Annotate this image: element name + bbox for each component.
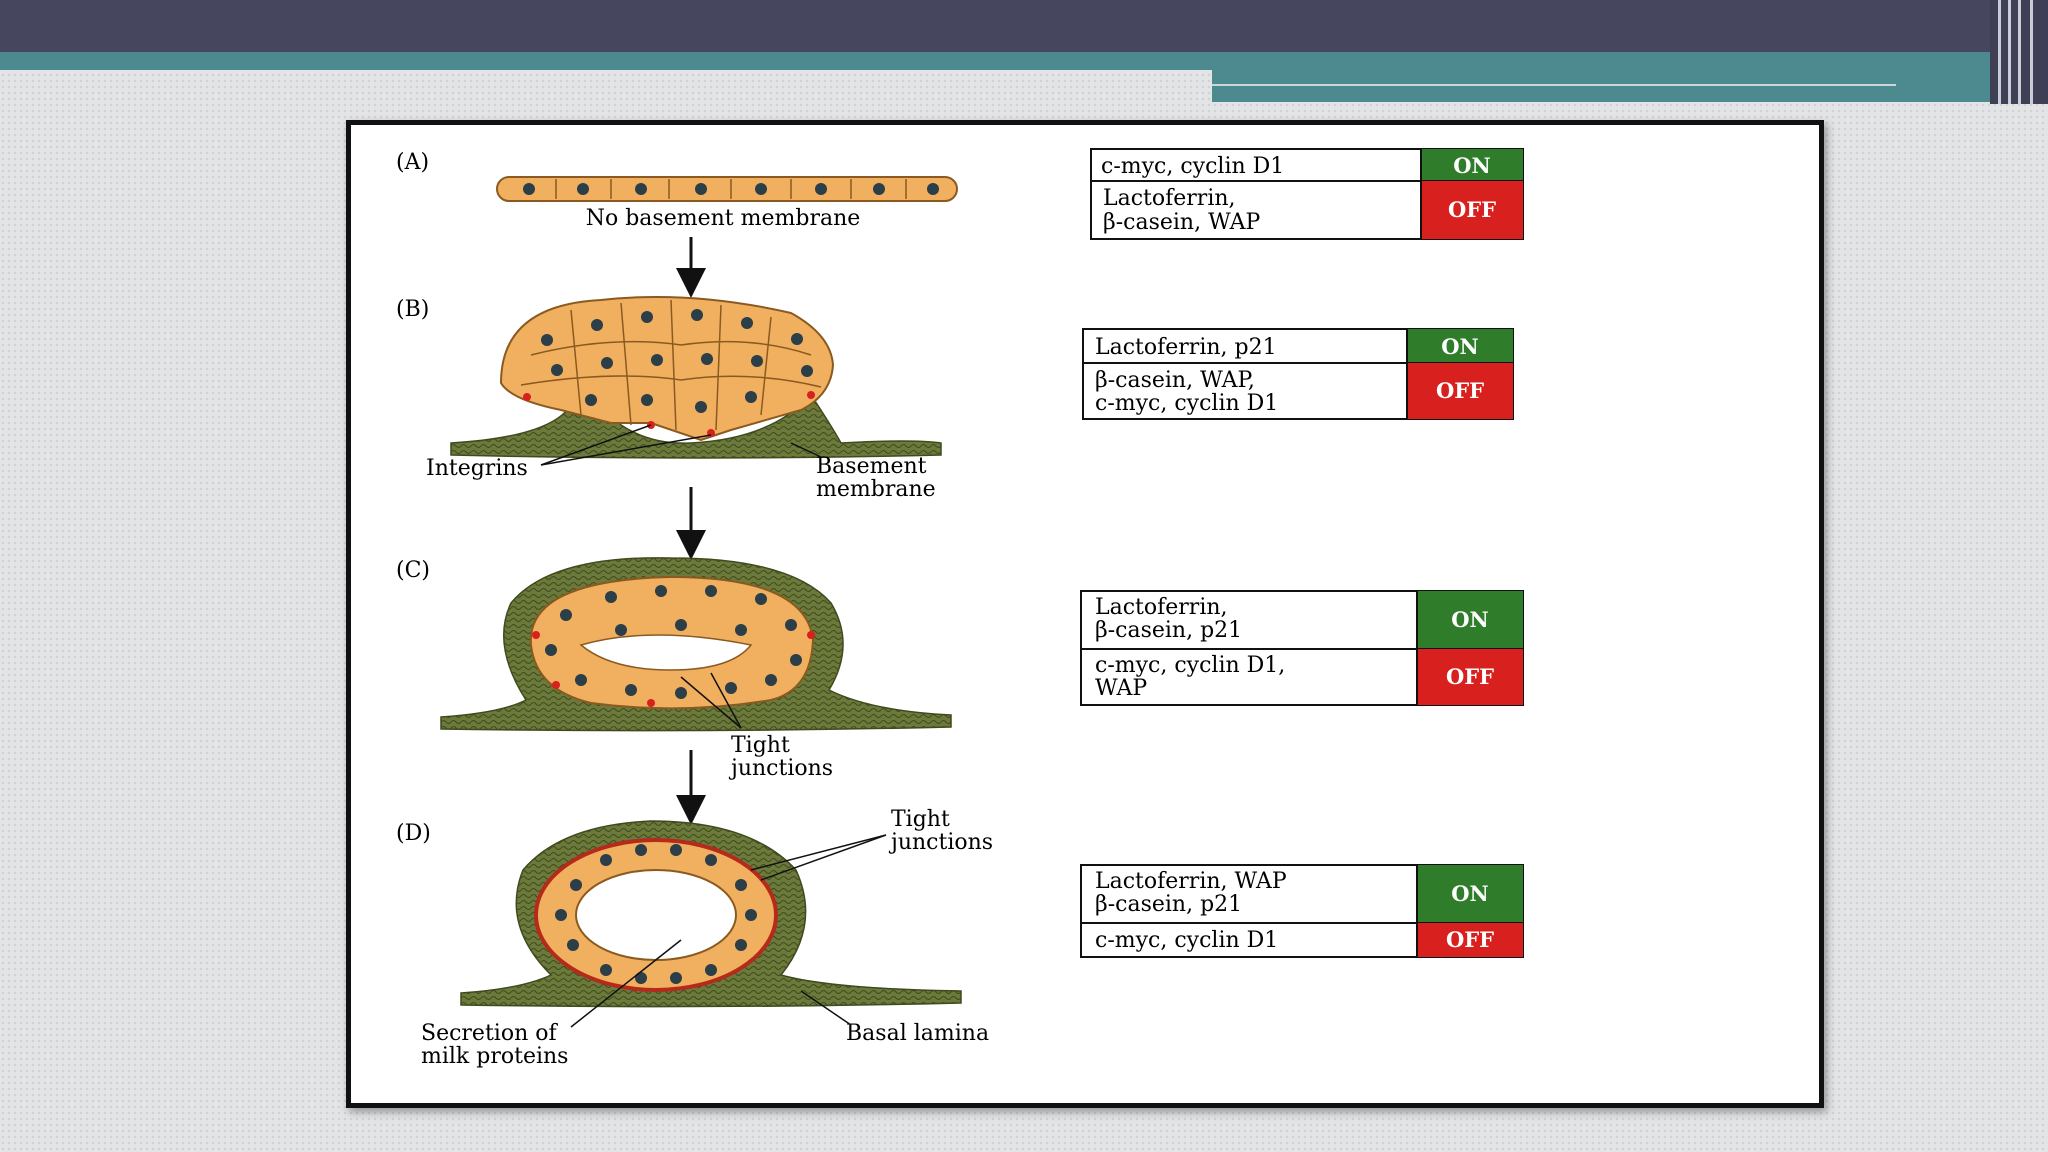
gene-table-a: c-myc, cyclin D1 ON Lactoferrin, β-casei… [1090,148,1524,240]
panel-d-acinus [460,820,962,1008]
panel-d-letter: (D) [396,821,431,846]
slide-corner-decoration [1990,0,2048,104]
panel-a-cell-layer [496,176,958,202]
table-c-off-genes-2: WAP [1095,676,1147,701]
panel-d-label-junctions: junctions [888,830,993,855]
panel-c-letter: (C) [396,558,430,583]
panel-b-label-basement: Basement [816,454,927,479]
table-c-on-genes-2: β-casein, p21 [1095,618,1242,643]
table-a-on-genes: c-myc, cyclin D1 [1101,154,1284,179]
table-b-on-genes: Lactoferrin, p21 [1095,335,1277,360]
slide-accent-bar [0,52,1990,70]
panel-b-label-integrins: Integrins [426,456,528,481]
panel-d-label-tight: Tight [891,807,950,832]
panel-b-cell-cluster [450,295,942,459]
table-a-off-genes-1: Lactoferrin, [1103,186,1236,211]
panel-d-label-basal-lamina: Basal lamina [846,1021,989,1046]
panel-d-label-milk-proteins: milk proteins [421,1044,568,1069]
table-c-off-genes-1: c-myc, cyclin D1, [1095,653,1285,678]
table-b-off-status: OFF [1436,378,1484,403]
table-c-on-status: ON [1451,607,1489,632]
table-b-off-genes-1: β-casein, WAP, [1095,368,1255,393]
slide-accent-line [1212,84,1896,86]
gene-table-d: Lactoferrin, WAP β-casein, p21 ON c-myc,… [1080,864,1524,958]
table-c-off-status: OFF [1446,664,1494,689]
table-d-off-status: OFF [1446,927,1494,952]
panel-d-label-secretion: Secretion of [421,1021,558,1046]
panel-c-acinus [440,557,952,732]
panel-a-letter: (A) [396,150,429,175]
table-d-on-genes-1: Lactoferrin, WAP [1095,869,1287,894]
panel-b-letter: (B) [396,297,429,322]
table-b-on-status: ON [1441,334,1479,359]
table-a-on-status: ON [1453,153,1491,178]
panel-a-caption: No basement membrane [586,206,861,231]
table-b-off-genes-2: c-myc, cyclin D1 [1095,391,1278,416]
table-d-off-genes: c-myc, cyclin D1 [1095,928,1278,953]
panel-b-label-membrane: membrane [816,477,936,502]
table-a-off-genes-2: β-casein, WAP [1103,210,1260,235]
diagram-frame: (A) No basement membrane (B) [346,120,1824,1108]
panel-c-label-junctions: junctions [728,756,833,781]
table-a-off-status: OFF [1448,197,1496,222]
mammary-differentiation-diagram: (A) No basement membrane (B) [396,148,1524,1069]
panel-c-label-tight: Tight [731,733,790,758]
gene-table-c: Lactoferrin, β-casein, p21 ON c-myc, cyc… [1080,590,1524,706]
slide-header-bar [0,0,1990,52]
table-d-on-status: ON [1451,881,1489,906]
slide-accent-bar-right [1212,70,1990,102]
table-c-on-genes-1: Lactoferrin, [1095,595,1228,620]
table-d-on-genes-2: β-casein, p21 [1095,892,1242,917]
gene-table-b: Lactoferrin, p21 ON β-casein, WAP, c-myc… [1082,328,1514,420]
